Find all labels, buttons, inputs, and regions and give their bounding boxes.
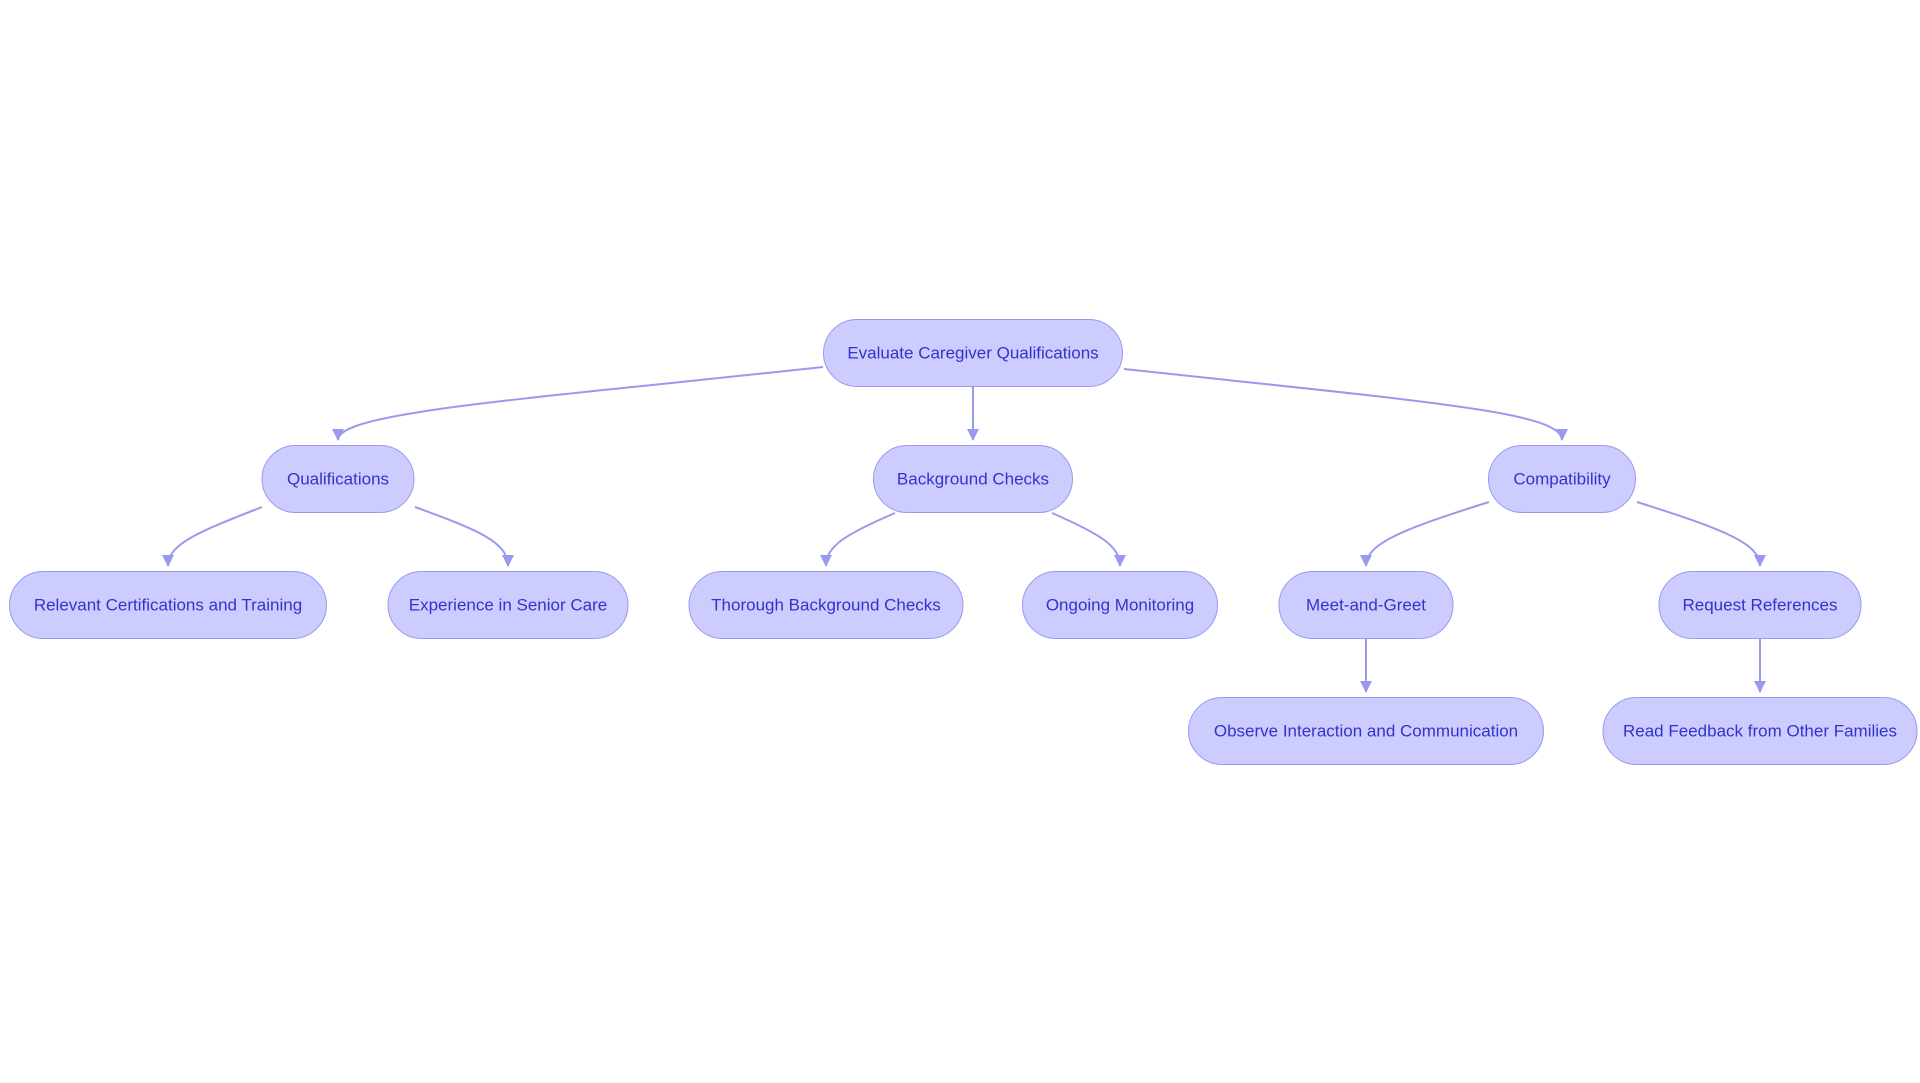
node-feedback: Read Feedback from Other Families [1602,697,1918,765]
node-monitoring: Ongoing Monitoring [1022,571,1218,639]
node-label-background: Background Checks [897,470,1049,489]
edge-evaluate-to-qualifications [332,366,824,441]
node-box-feedback [1602,697,1918,765]
edges-layer [162,366,1766,693]
edge-qualifications-to-certifications [162,506,263,567]
node-box-observe [1188,697,1544,765]
node-box-experience [387,571,629,639]
node-box-background [873,445,1073,513]
node-label-meet: Meet-and-Greet [1306,596,1426,615]
node-label-compatibility: Compatibility [1513,470,1611,489]
node-box-monitoring [1022,571,1218,639]
edge-compatibility-to-meet [1360,501,1490,567]
edge-background-to-thorough [820,512,896,567]
node-meet: Meet-and-Greet [1278,571,1454,639]
node-qualifications: Qualifications [261,445,415,513]
node-references: Request References [1658,571,1862,639]
node-box-certifications [9,571,327,639]
node-label-thorough: Thorough Background Checks [711,596,941,615]
node-label-monitoring: Ongoing Monitoring [1046,596,1194,615]
node-box-compatibility [1488,445,1636,513]
node-label-references: Request References [1683,596,1838,615]
edge-background-to-monitoring [1051,512,1126,567]
node-compatibility: Compatibility [1488,445,1636,513]
edge-compatibility-to-references [1636,501,1766,567]
node-evaluate: Evaluate Caregiver Qualifications [823,319,1123,387]
node-label-feedback: Read Feedback from Other Families [1623,722,1897,741]
node-label-evaluate: Evaluate Caregiver Qualifications [847,344,1098,363]
node-experience: Experience in Senior Care [387,571,629,639]
node-label-qualifications: Qualifications [287,470,389,489]
edge-qualifications-to-experience [414,506,514,567]
nodes-layer: Evaluate Caregiver QualificationsQualifi… [9,319,1918,765]
node-label-observe: Observe Interaction and Communication [1214,722,1518,741]
node-thorough: Thorough Background Checks [688,571,964,639]
node-box-thorough [688,571,964,639]
node-observe: Observe Interaction and Communication [1188,697,1544,765]
node-certifications: Relevant Certifications and Training [9,571,327,639]
node-box-references [1658,571,1862,639]
node-label-experience: Experience in Senior Care [409,596,607,615]
node-background: Background Checks [873,445,1073,513]
node-box-evaluate [823,319,1123,387]
node-box-qualifications [261,445,415,513]
edge-evaluate-to-compatibility [1123,368,1568,441]
node-label-certifications: Relevant Certifications and Training [34,596,302,615]
node-box-meet [1278,571,1454,639]
